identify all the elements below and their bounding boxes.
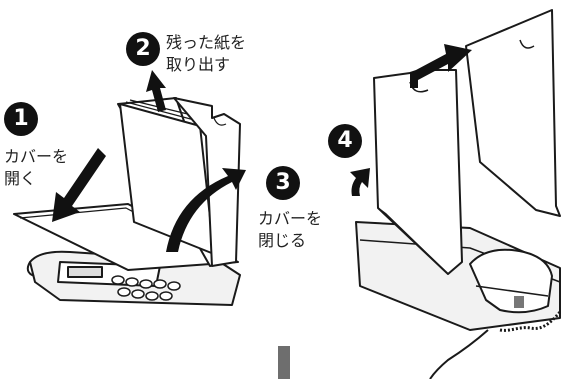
arrow-remove-paper (146, 70, 166, 112)
arrows-right (350, 44, 472, 196)
fax-machine-right (355, 9, 562, 379)
arrows-left (52, 70, 246, 252)
step-4-badge: 4 (328, 124, 362, 158)
arrow-rotate (350, 168, 370, 196)
step-3-label: カバーを 閉じる (258, 208, 322, 252)
step-2-badge: 2 (126, 32, 160, 66)
step-2-label: 残った紙を 取り出す (166, 32, 246, 76)
step-3-badge: 3 (266, 166, 300, 200)
step-1-badge: 1 (4, 102, 38, 136)
arrow-open-cover (52, 148, 106, 222)
step-3-label-line-2: 閉じる (258, 231, 307, 250)
separator-bar (278, 346, 290, 379)
arrow-lift-cover (410, 44, 472, 88)
arrow-close-cover (166, 168, 246, 252)
step-1-label-line-1: カバーを (4, 147, 69, 166)
step-1-label: カバーを 開く (4, 146, 68, 190)
step-2-label-line-2: 取り出す (166, 55, 231, 74)
fax-machine-left (13, 97, 241, 306)
step-3-label-line-1: カバーを (258, 209, 323, 228)
keypad (111, 275, 181, 301)
step-2-label-line-1: 残った紙を (166, 33, 247, 52)
step-1-label-line-2: 開く (4, 169, 37, 188)
